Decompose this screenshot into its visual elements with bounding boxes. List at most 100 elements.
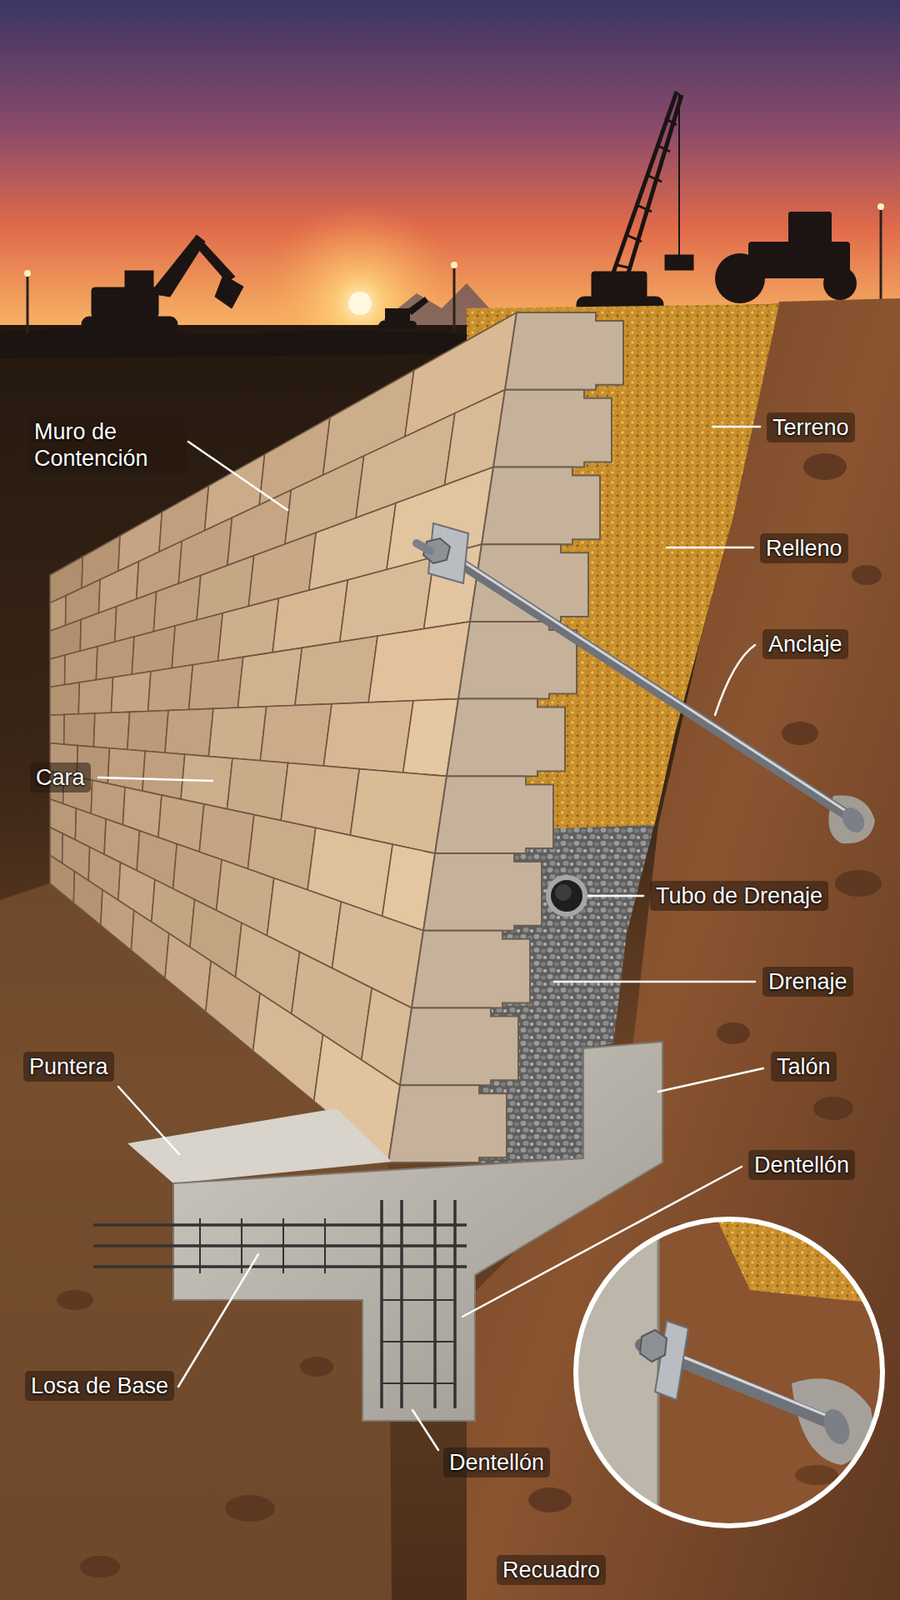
face-block: [50, 682, 80, 715]
native-soil: [466, 298, 900, 1600]
face-block: [165, 933, 211, 1012]
illustration-part: [193, 235, 235, 282]
face-block: [111, 671, 152, 714]
face-block: [130, 910, 169, 979]
face-block: [100, 890, 135, 951]
illustration-part: [575, 1218, 885, 1529]
illustration-part: [819, 1405, 855, 1448]
illustration-part: [450, 261, 458, 269]
illustration-part: [80, 1555, 120, 1578]
inset-frame: [575, 1219, 883, 1526]
illustration-part: [851, 565, 882, 585]
illustration-part: [795, 1465, 839, 1485]
excavator-silhouette: [81, 235, 244, 332]
sun: [348, 291, 372, 315]
part-label: Terreno: [766, 412, 855, 443]
part-label: Drenaje: [762, 966, 854, 997]
part-label: Tubo de Drenaje: [650, 880, 829, 911]
face-block: [253, 993, 324, 1101]
face-block: [165, 708, 214, 756]
face-block: [208, 706, 266, 761]
end-block-section: [505, 312, 624, 390]
part-label: Muro de Contención: [28, 416, 186, 474]
crane-silhouette: [576, 91, 694, 314]
end-block-section: [423, 853, 542, 931]
illustration-part: [835, 870, 882, 897]
face-block: [131, 625, 175, 675]
ground-anchor: [416, 523, 875, 844]
illustration-part: [803, 453, 847, 480]
face-block: [64, 713, 95, 747]
illustration-part: [665, 255, 694, 270]
illustration-part: [823, 266, 857, 300]
illustration-part: [788, 211, 832, 244]
illustration-part: [93, 1265, 467, 1269]
illustration-part: [441, 550, 850, 817]
illustration-part: [453, 1200, 457, 1409]
part-label: Anclaje: [762, 629, 849, 660]
illustration-part: [400, 1200, 404, 1409]
illustration-part: [528, 1487, 572, 1513]
illustration-part: [612, 91, 677, 275]
part-label: Cara: [30, 762, 91, 793]
end-block-section: [388, 1085, 507, 1163]
face-block: [50, 715, 65, 745]
illustration-part: [715, 645, 755, 715]
face-block: [295, 635, 378, 705]
face-block: [73, 871, 103, 926]
illustration-part: [125, 270, 154, 291]
illustration-part: [26, 275, 30, 334]
illustration-part: [813, 1096, 854, 1120]
illustration-part: [300, 1356, 334, 1377]
illustration-part: [781, 721, 819, 745]
end-block-section: [493, 390, 612, 468]
drainage-pipe: [548, 877, 585, 915]
illustration-part: [837, 803, 870, 837]
illustration-part: [81, 316, 178, 332]
illustration-part: [215, 275, 244, 309]
face-block: [78, 677, 113, 715]
face-block: [127, 710, 169, 754]
illustration-part: [200, 1218, 455, 1384]
face-block: [205, 960, 260, 1051]
inset-caption: Recuadro: [496, 1555, 606, 1585]
illustration-part: [433, 1200, 437, 1409]
face-block: [93, 711, 130, 750]
wall-end-blocks: [388, 312, 624, 1163]
illustration-part: [880, 208, 883, 309]
face-block: [50, 855, 75, 903]
illustration-part: [380, 1200, 384, 1409]
illustration-part: [93, 1223, 467, 1227]
end-block-section: [481, 467, 600, 545]
illustration-part: [716, 1022, 750, 1045]
illustration-part: [98, 777, 213, 781]
face-block: [148, 665, 194, 712]
illustration-part: [712, 425, 760, 429]
part-label: Talón: [770, 1051, 837, 1082]
part-label: Dentellón: [748, 1150, 855, 1180]
face-block: [65, 646, 98, 685]
illustration-part: [412, 1410, 439, 1450]
illustration-part: [379, 320, 417, 330]
illustration-part: [91, 287, 159, 318]
face-block: [368, 621, 470, 703]
part-label: Relleno: [760, 533, 849, 564]
illustration-part: [588, 895, 644, 898]
illustration-part: [658, 1068, 764, 1092]
illustration-part: [188, 441, 288, 510]
illustration-part: [678, 93, 680, 255]
small-excavator-silhouette: [379, 296, 429, 330]
face-block: [272, 580, 348, 653]
face-block: [171, 613, 223, 669]
face-block: [260, 704, 332, 766]
illustration-part: [554, 980, 755, 984]
illustration-part: [118, 1086, 180, 1155]
part-label: Dentellón: [443, 1447, 550, 1478]
illustration-part: [616, 118, 677, 269]
illustration-part: [877, 203, 885, 210]
illustration-part: [548, 877, 585, 915]
illustration-part: [666, 546, 754, 550]
illustration-part: [24, 270, 31, 277]
